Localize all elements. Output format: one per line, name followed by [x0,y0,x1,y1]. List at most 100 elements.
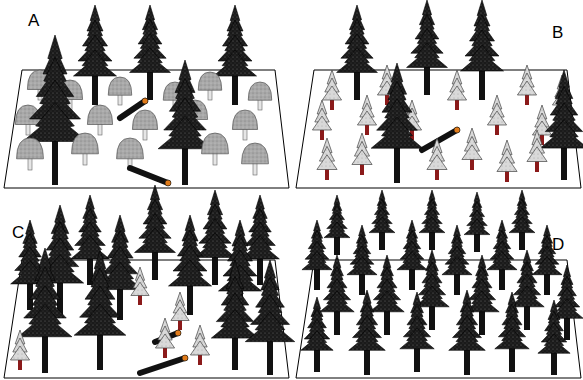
mature-conifer [211,260,258,370]
young-tier [171,307,189,320]
deciduous-crown [17,138,44,159]
young-tier [155,334,174,348]
conifer-tier [337,48,378,73]
mature-conifer [169,215,212,315]
mature-conifer [245,260,294,375]
fallen-log [120,98,148,118]
young-tier [427,155,447,170]
log-end [142,98,148,104]
young-conifer [131,267,149,305]
young-tier [527,147,547,162]
mature-conifer [371,63,423,183]
young-conifer [155,318,174,358]
deciduous-tree [198,72,222,100]
panel-letter: B [552,24,563,41]
mature-conifer [347,225,377,295]
mature-conifer [302,220,332,290]
young-tier [10,346,29,360]
mature-conifer [320,255,354,335]
conifer-tier [419,217,445,233]
conifer-tier [370,291,404,312]
conifer-tier [487,252,517,270]
young-tier [357,111,376,125]
deciduous-tree [132,110,157,140]
deciduous-tree [248,82,272,110]
young-tier [517,81,536,95]
young-conifer [10,330,29,370]
conifer-tier [301,331,333,351]
conifer-tier [400,328,434,349]
conifer-tier [214,50,257,76]
young-tier [497,157,517,172]
panel-letter: C [12,224,24,241]
conifer-tier [320,291,354,312]
deciduous-crown [132,110,157,130]
mature-conifer [540,70,583,180]
young-conifer [497,140,517,182]
conifer-tier [347,257,377,275]
deciduous-crown [198,72,222,90]
deciduous-tree [87,105,112,135]
young-tier [312,116,331,130]
conifer-tier [407,43,448,68]
mature-conifer [18,248,72,373]
young-tier [447,86,466,100]
log-end [165,180,171,186]
young-conifer [447,70,466,110]
mature-conifer [407,0,448,95]
mature-conifer [301,297,333,372]
conifer-tier [369,217,395,233]
conifer-tier [495,328,529,349]
mature-conifer [158,60,212,185]
young-tier [462,145,482,160]
young-tier [322,86,341,100]
conifer-tier [397,252,427,270]
log-body [130,168,168,183]
log-end [182,355,188,361]
mature-conifer [337,5,378,100]
deciduous-crown [248,82,272,100]
conifer-tier [442,257,472,275]
conifer-tier [245,312,294,342]
deciduous-crown [108,77,132,95]
conifer-tier [74,304,126,335]
young-tier [352,150,372,165]
deciduous-crown [87,105,112,125]
conifer-tier [349,328,386,350]
conifer-tier [135,228,176,253]
conifer-tier [538,334,570,354]
mature-conifer [324,195,350,255]
young-tier [190,341,209,355]
conifer-tier [532,257,562,275]
fallen-log [130,168,171,186]
conifer-tier [324,222,350,238]
conifer-tier [302,252,332,270]
mature-conifer [23,35,88,185]
conifer-tier [461,45,504,71]
conifer-tier [464,219,490,235]
deciduous-tree [108,77,132,105]
mature-conifer [487,220,517,290]
log-end [175,330,181,336]
log-end [454,127,460,133]
mature-conifer [509,190,535,250]
young-conifer [532,105,551,145]
young-conifer [517,65,536,105]
young-conifer [427,138,447,180]
mature-conifer [71,195,110,285]
young-conifer [171,292,189,330]
fallen-log [422,127,460,150]
log-body [120,101,145,118]
mature-conifer [400,292,434,372]
mature-conifer [464,192,490,252]
mature-conifer [449,290,486,375]
mature-conifer [135,185,176,280]
young-conifer [322,70,341,110]
young-tier [131,282,149,295]
mature-conifer [495,292,529,372]
young-tier [487,111,506,125]
conifer-tier [130,48,171,73]
conifer-tier [449,328,486,350]
deciduous-crown [242,143,269,164]
panel-letter: A [28,12,39,29]
